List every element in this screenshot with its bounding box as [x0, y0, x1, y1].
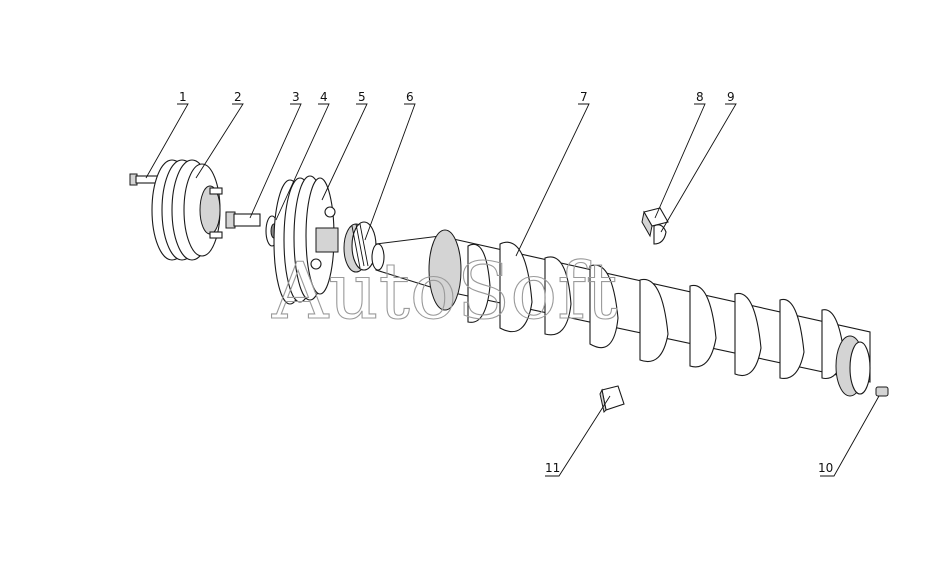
callout-2: 2: [234, 90, 242, 104]
callout-7: 7: [580, 90, 588, 104]
part-2-pulley: [151, 159, 223, 261]
part-7-crankshaft: [371, 229, 871, 397]
part-5-damper: [273, 175, 339, 305]
part-9-thrust-washer: [653, 224, 667, 245]
part-1-bolt: [129, 173, 159, 186]
part-10-pin: [875, 386, 889, 397]
callout-8: 8: [696, 90, 704, 104]
leader-lines: [145, 103, 880, 477]
callout-1: 1: [179, 90, 187, 104]
callout-labels: 1 2 3 4 5 6 7 8 9 10 11: [179, 90, 833, 475]
part-11-bearing-shell: [599, 385, 625, 413]
callout-10: 10: [818, 461, 833, 475]
callout-4: 4: [320, 90, 328, 104]
callout-9: 9: [727, 90, 735, 104]
callout-6: 6: [406, 90, 414, 104]
part-3-bolt: [225, 211, 261, 229]
callout-5: 5: [358, 90, 366, 104]
callout-11: 11: [545, 461, 560, 475]
part-8-bearing-shell: [641, 207, 669, 238]
part-6-gear: [343, 221, 377, 273]
callout-3: 3: [292, 90, 300, 104]
watermark: AutoSoft: [271, 247, 617, 337]
